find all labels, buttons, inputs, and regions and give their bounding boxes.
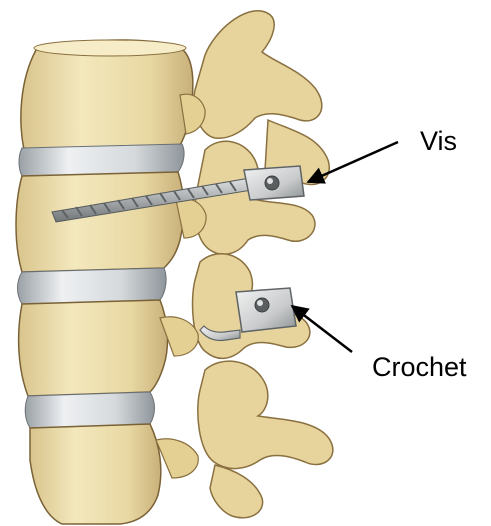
vertebral-body-4 <box>30 424 161 524</box>
disc-2 <box>18 268 167 304</box>
disc-3 <box>25 392 154 428</box>
lowest-process <box>210 465 263 518</box>
bottom-articular-process <box>198 361 333 468</box>
disc-1 <box>19 144 184 176</box>
vertebral-body-2 <box>16 172 184 272</box>
screw-label: Vis <box>420 128 457 155</box>
hook-label: Crochet <box>372 354 467 381</box>
endplate-1 <box>34 40 186 56</box>
upper-articular-process <box>194 11 322 138</box>
vertebral-body-3 <box>19 300 168 396</box>
posterior-elements <box>193 11 333 518</box>
